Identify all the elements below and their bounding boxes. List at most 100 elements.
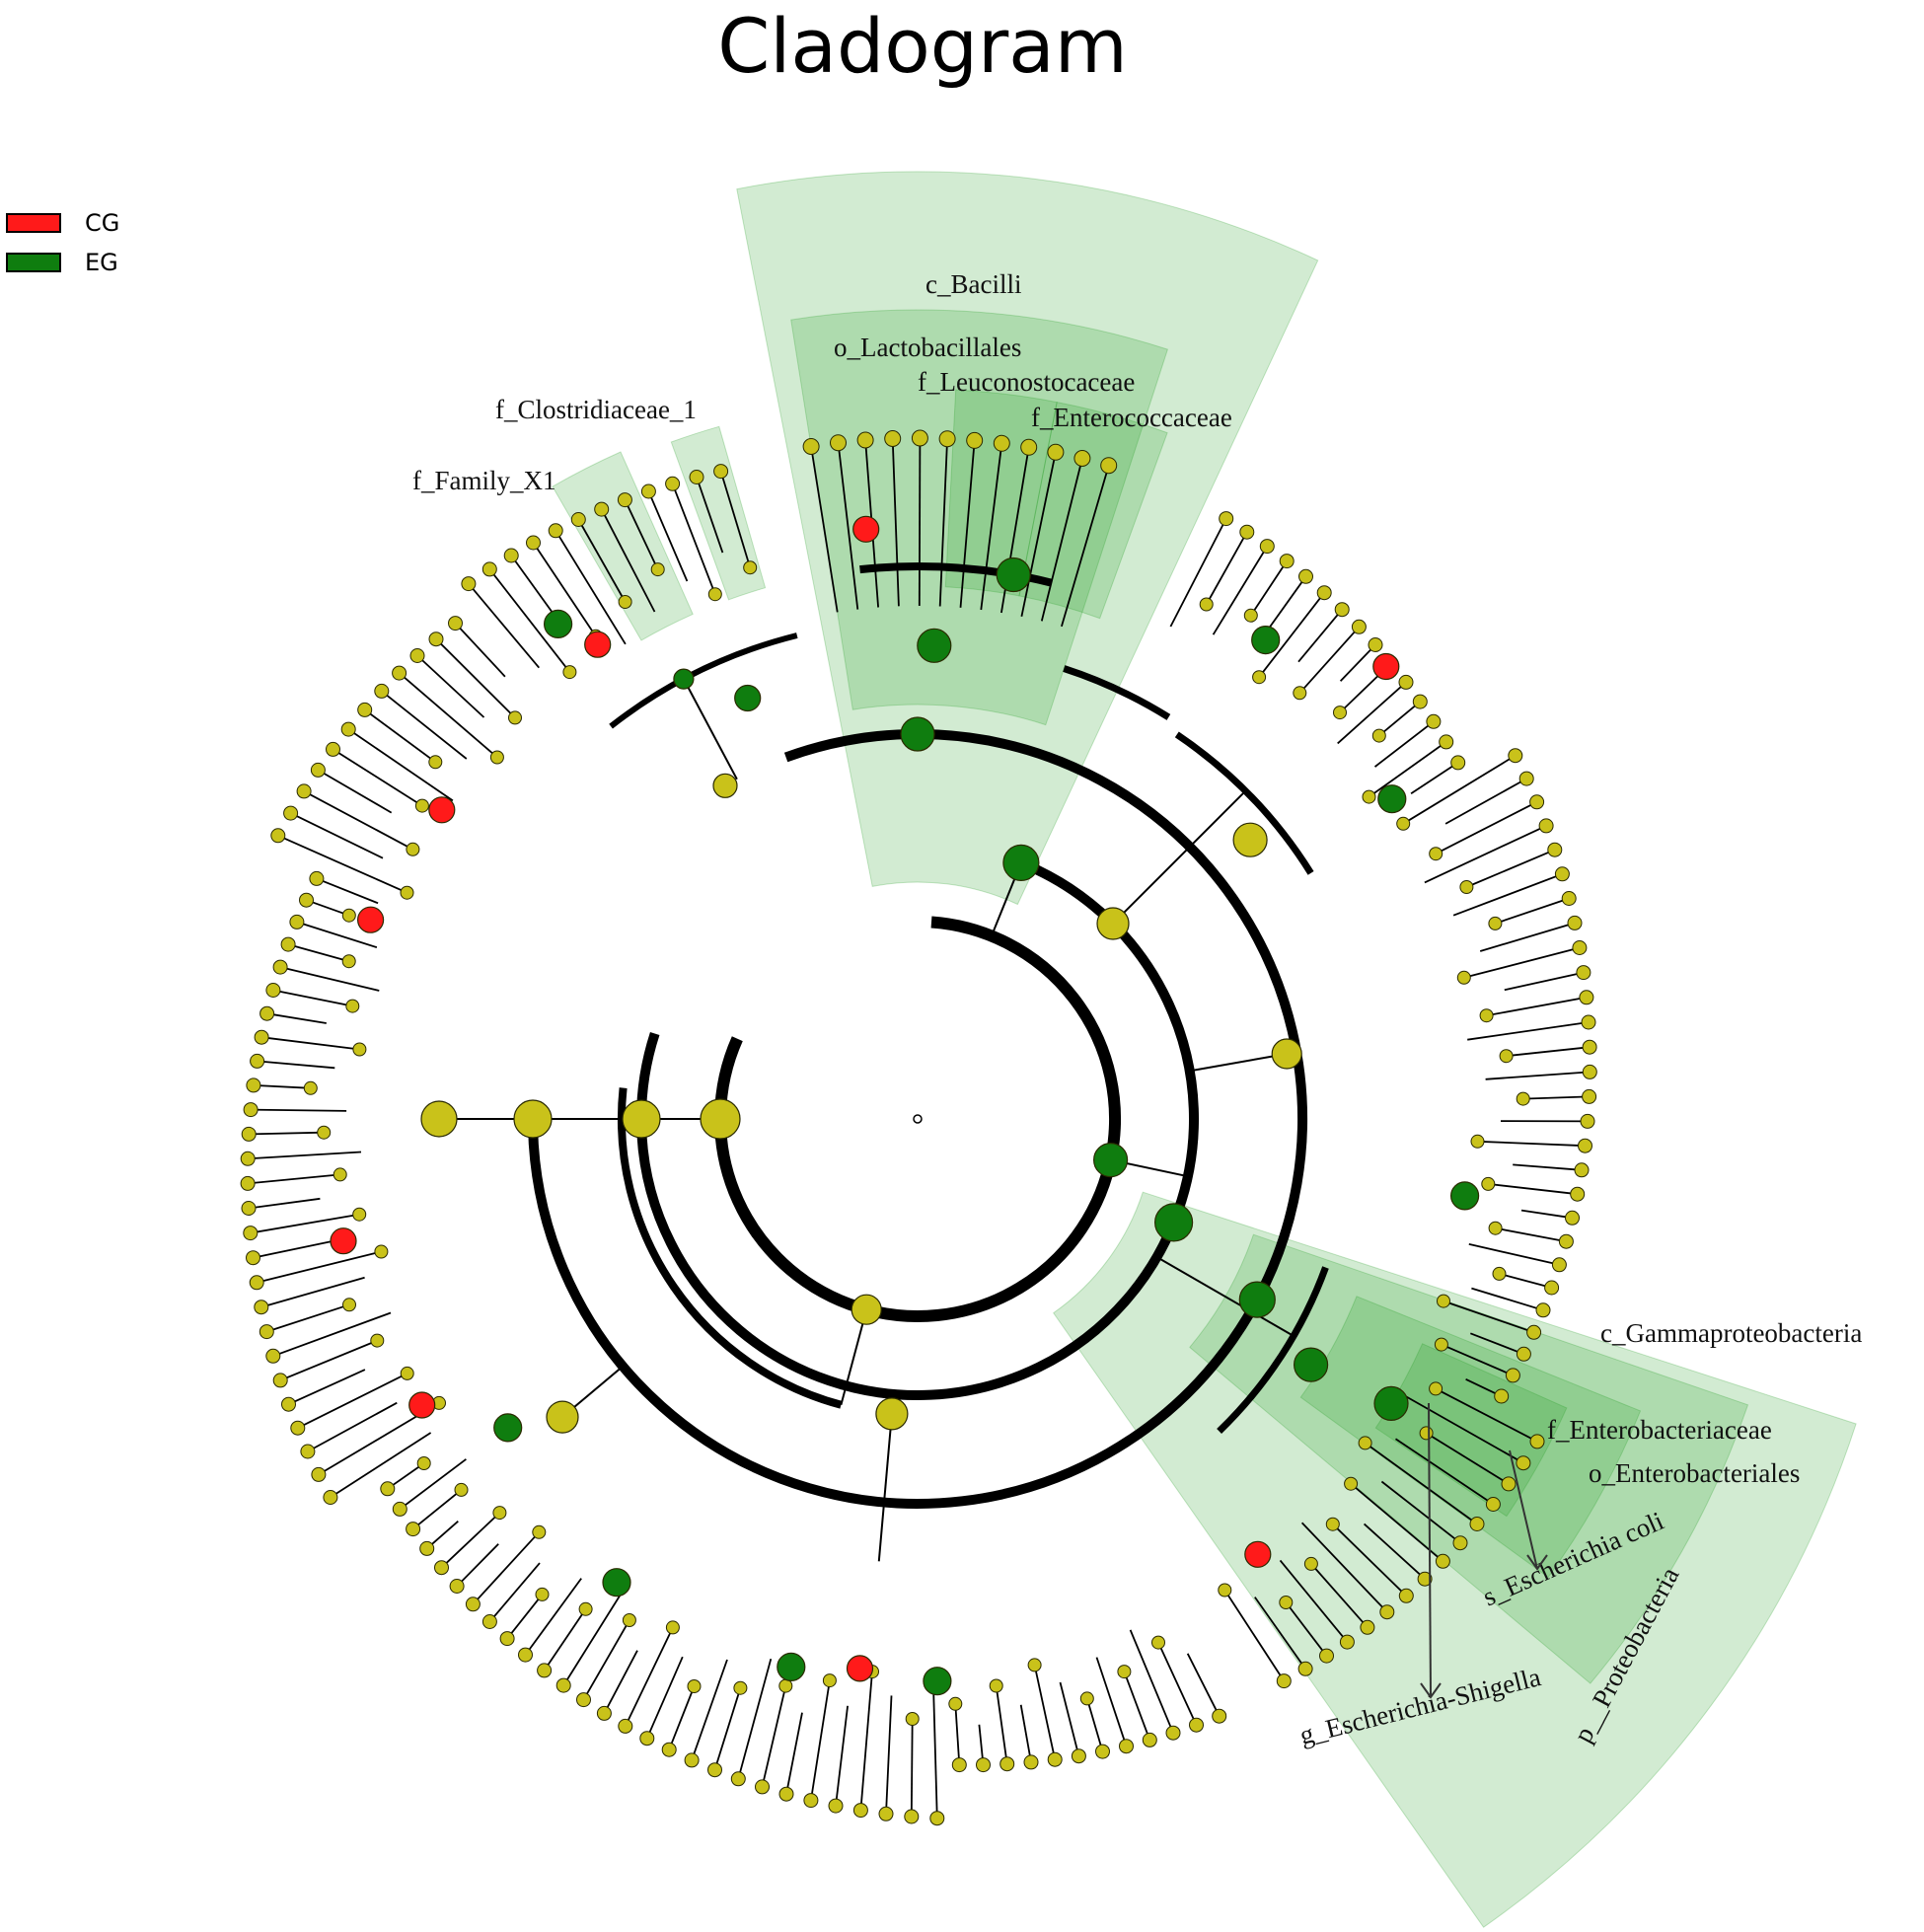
inner-leaf-node-70 [1218, 1583, 1232, 1598]
leaf-branch-144 [364, 708, 436, 764]
inner-leaf-node-148 [508, 710, 522, 725]
label-f-leuconostocaceae: f_Leuconostocaceae [918, 367, 1135, 397]
leaf-node-63 [1417, 1571, 1433, 1587]
leaf-branch-6 [577, 519, 627, 603]
internal-node-10 [1153, 1203, 1194, 1242]
leaf-node-93 [684, 1752, 700, 1768]
leaf-branch-25 [1373, 720, 1435, 768]
leaf-branch-63 [1363, 1523, 1426, 1580]
label-c-gammaproteobacteria: c_Gammaproteobacteria [1600, 1318, 1862, 1348]
internal-node-5 [1002, 844, 1040, 882]
leaf-branch-61 [1380, 1480, 1461, 1544]
branch-arc-4 [617, 1087, 843, 1409]
leaf-branch-26 [1368, 741, 1447, 798]
label-arrowhead-2 [1526, 1554, 1548, 1571]
inner-leaf-node-118 [342, 1298, 356, 1312]
leaf-node-96 [618, 1718, 633, 1734]
leaf-branch-39 [1467, 1021, 1590, 1041]
leaf-branch-105 [456, 1543, 499, 1588]
leaf-node-43 [1580, 1113, 1595, 1129]
legend-swatch-eg [6, 253, 61, 272]
label-arrowhead-1 [1420, 1682, 1442, 1699]
cg-node-2 [408, 1391, 436, 1419]
leaf-node-82 [951, 1757, 967, 1773]
bacilli-branch-4 [891, 438, 900, 607]
leaf-branch-74 [1123, 1671, 1151, 1741]
leaf-node-139 [283, 805, 299, 821]
internal-node-9 [1092, 1142, 1129, 1178]
leaf-branch-106 [440, 1512, 501, 1569]
internal-node-14 [851, 1294, 882, 1325]
internal-node-2 [622, 1099, 661, 1139]
leaf-node-60 [1469, 1517, 1485, 1531]
sector-f-enterobacteriaceae [1374, 1343, 1568, 1518]
leaf-node-46 [1570, 1186, 1586, 1202]
leaf-node-86 [852, 1803, 868, 1819]
leaf-branch-96 [624, 1627, 674, 1727]
leaf-node-137 [309, 870, 325, 886]
cg-node-4 [428, 796, 456, 824]
bacilli-branch-5 [918, 437, 922, 607]
leaf-branch-90 [761, 1685, 787, 1788]
leaf-branch-66 [1310, 1563, 1369, 1628]
leaf-branch-91 [737, 1658, 773, 1780]
bacilli-branch-10 [1020, 452, 1057, 617]
leaf-node-12 [713, 464, 729, 480]
leaf-branch-103 [488, 1562, 541, 1623]
leaf-node-120 [249, 1275, 264, 1291]
sector-p-proteobacteria [1053, 1191, 1857, 1928]
inner-leaf-node-108 [454, 1482, 469, 1497]
leaf-node-83 [929, 1811, 945, 1826]
leaf-node-20 [1351, 619, 1367, 634]
leaf-node-100 [537, 1663, 553, 1678]
inner-leaf-node-92 [733, 1680, 748, 1695]
leaf-node-95 [639, 1731, 655, 1746]
eg-node-16 [602, 1568, 631, 1598]
leaf-branch-143 [347, 728, 454, 802]
leaf-node-143 [340, 721, 356, 737]
bacilli-leaf-6 [938, 430, 956, 448]
leaf-node-146 [392, 665, 407, 681]
leaf-node-81 [976, 1757, 991, 1773]
inner-leaf-node-26 [1362, 789, 1376, 804]
leaf-node-119 [254, 1300, 269, 1315]
inner-leaf-node-60 [1358, 1436, 1372, 1450]
internal-node-12 [1293, 1347, 1329, 1382]
internal-node-21 [1271, 1038, 1302, 1070]
inner-leaf-node-132 [345, 999, 360, 1013]
inner-leaf-node-54 [1434, 1337, 1448, 1352]
leaf-node-26 [1439, 734, 1454, 750]
leaf-branch-58 [1426, 1432, 1510, 1485]
leaf-branch-49 [1468, 1243, 1560, 1266]
leaf-node-50 [1544, 1280, 1560, 1296]
inner-leaf-node-106 [492, 1506, 507, 1521]
leaf-node-148 [428, 632, 444, 647]
leaf-branch-148 [435, 638, 516, 719]
leaf-branch-149 [454, 622, 506, 678]
leaf-node-78 [1047, 1751, 1063, 1767]
inner-leaf-node-22 [1333, 706, 1347, 720]
leaf-node-62 [1435, 1553, 1450, 1569]
bacilli-leaf-11 [1073, 450, 1091, 467]
sector-o-enterobacteriales [1299, 1296, 1642, 1579]
label-f-enterobacteriaceae: f_Enterobacteriaceae [1547, 1415, 1772, 1445]
leaf-node-99 [555, 1677, 571, 1693]
leaf-branch-57 [1405, 1395, 1524, 1464]
leaf-node-27 [1450, 755, 1466, 771]
inner-leaf-node-46 [1481, 1176, 1496, 1191]
inner-leaf-node-146 [489, 750, 504, 765]
leaf-node-9 [640, 483, 656, 499]
leaf-node-23 [1398, 674, 1414, 690]
leaf-branch-115 [288, 1369, 366, 1406]
bacilli-branch-7 [959, 440, 976, 608]
leaf-node-3 [503, 548, 519, 563]
cg-node-8 [1244, 1540, 1272, 1568]
eg-node-12 [923, 1667, 952, 1696]
leaf-node-41 [1582, 1064, 1597, 1079]
legend-item-cg: CG [6, 203, 119, 243]
leaf-node-47 [1565, 1210, 1580, 1226]
eg-node-15 [1449, 1181, 1480, 1211]
leaf-branch-64 [1332, 1523, 1407, 1597]
inner-leaf-node-104 [532, 1524, 547, 1539]
leaf-branch-68 [1285, 1601, 1328, 1657]
